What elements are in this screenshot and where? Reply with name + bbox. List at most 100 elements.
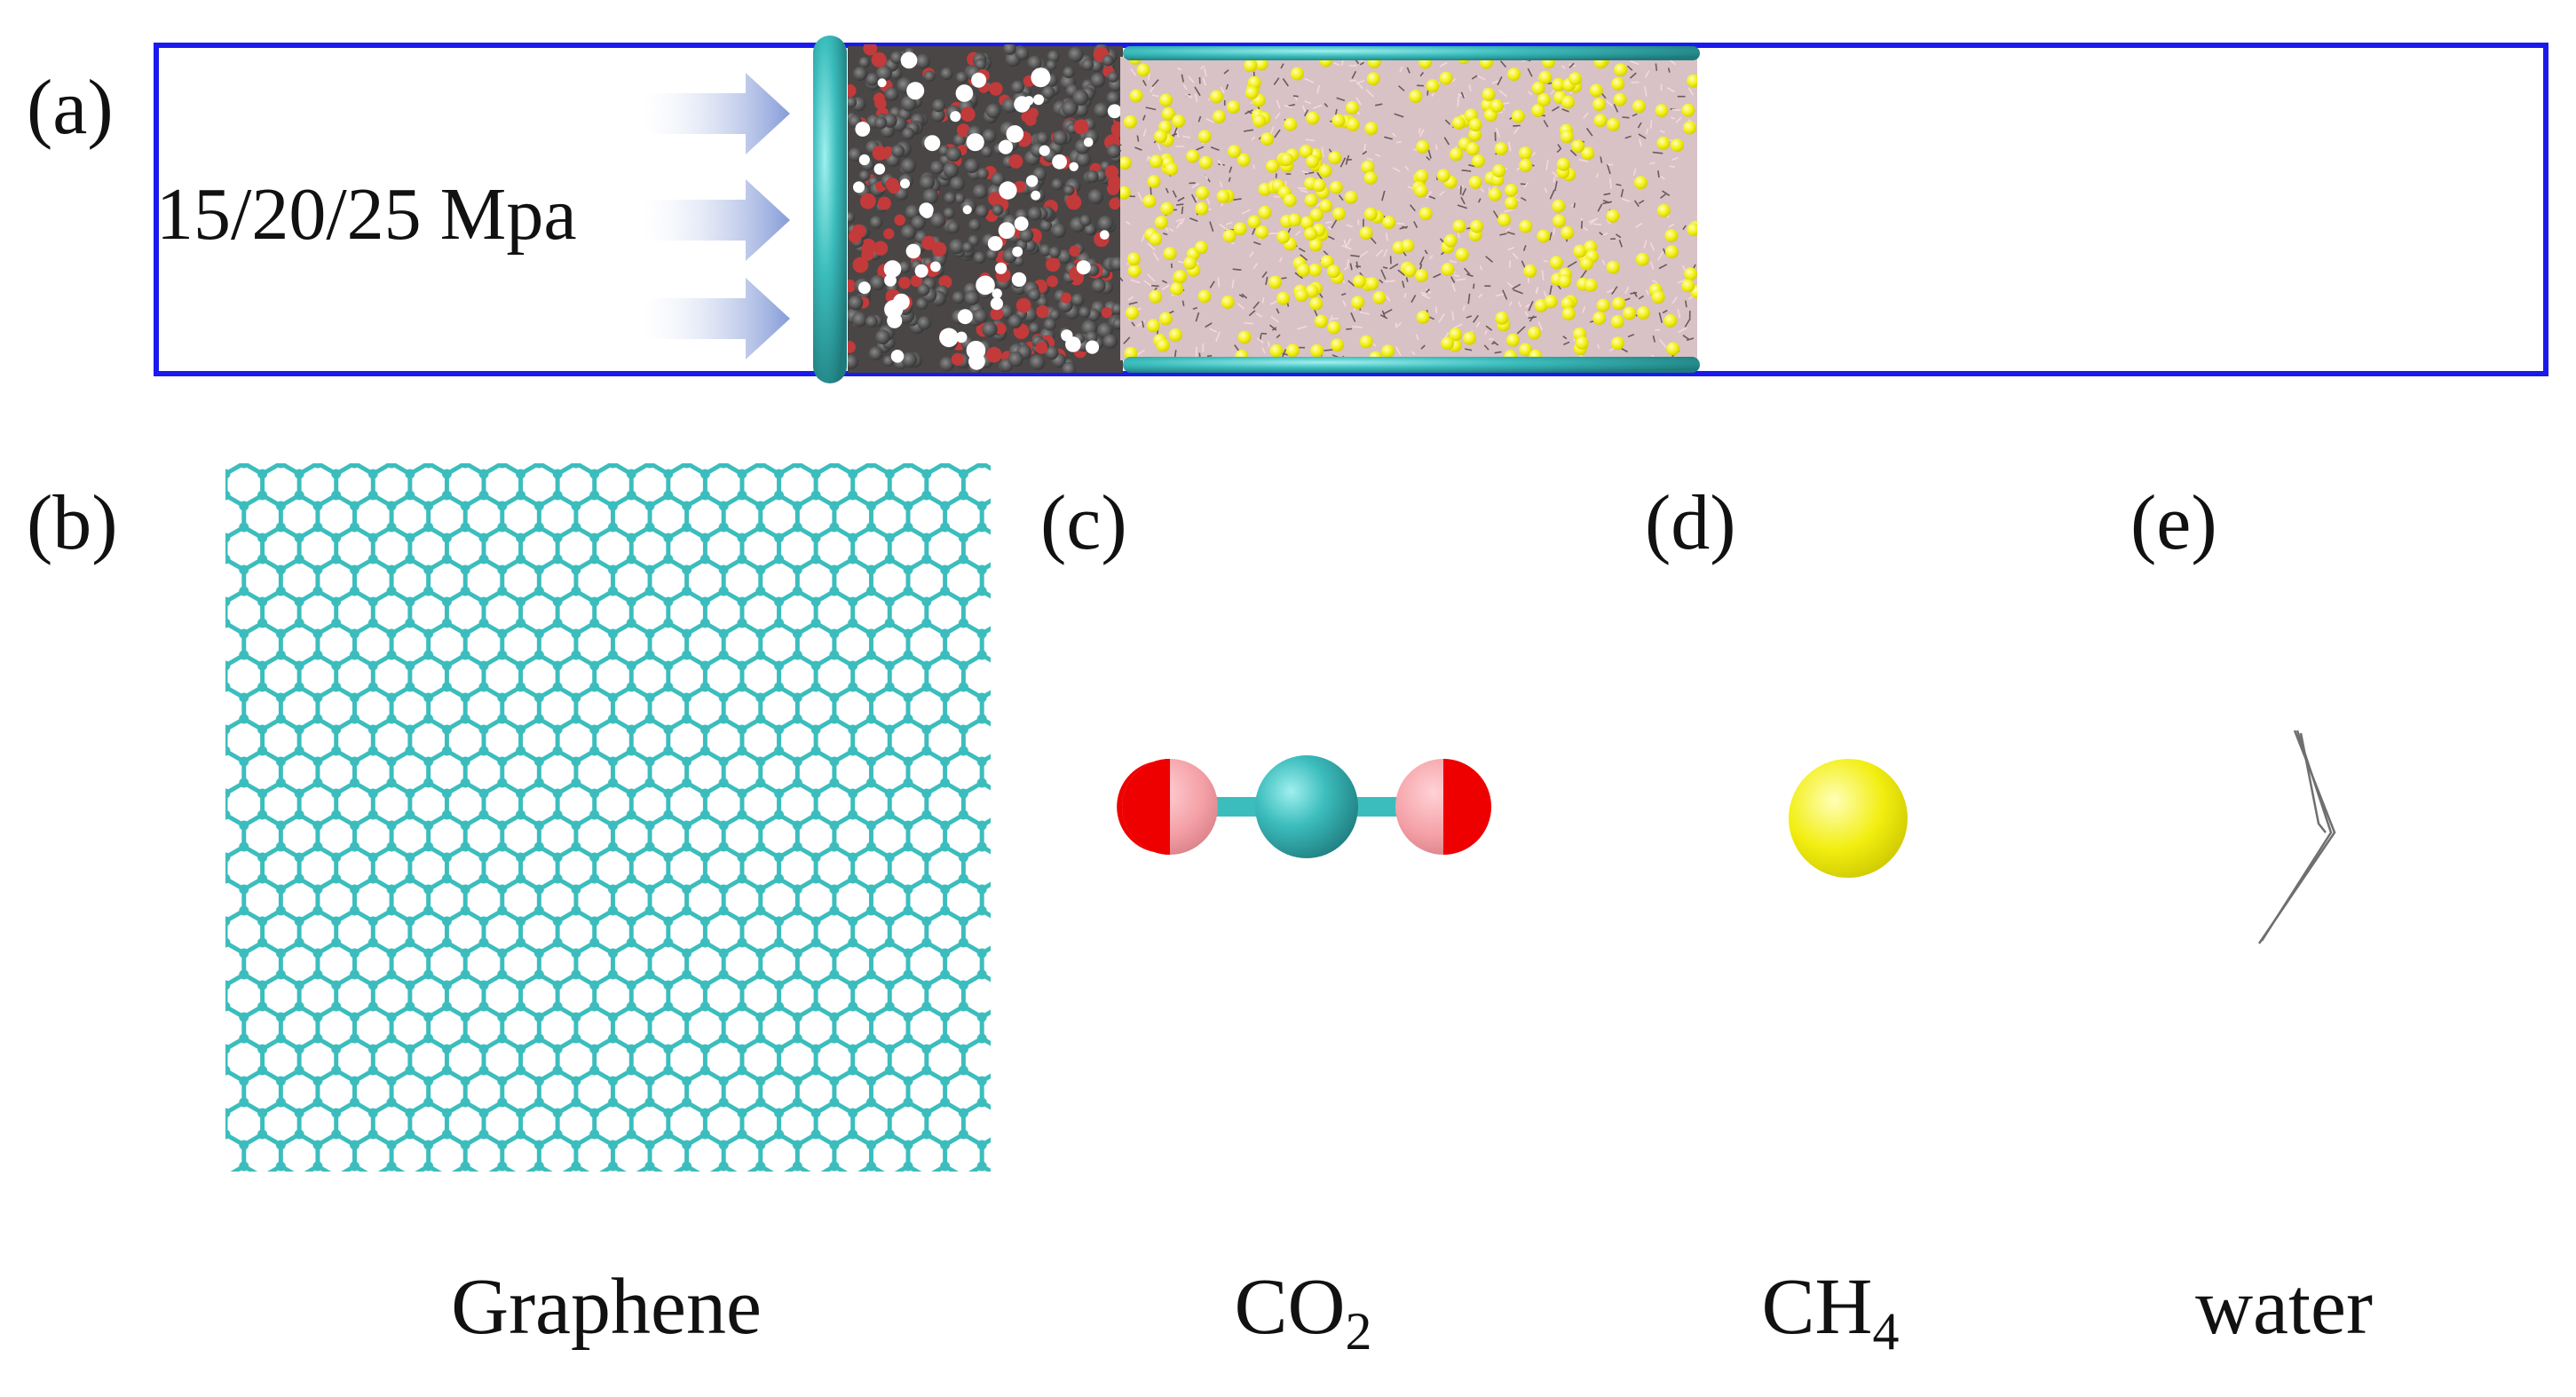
- water-stroke: [1621, 198, 1631, 202]
- water-stroke: [1596, 343, 1600, 350]
- co2-particle: [994, 322, 1007, 335]
- water-stroke: [1296, 325, 1308, 330]
- ch4-particle: [1664, 229, 1679, 243]
- water-stroke: [1363, 143, 1366, 151]
- co2-particle: [1052, 130, 1068, 146]
- water-stroke: [1375, 103, 1383, 107]
- ch4-particle: [1284, 117, 1298, 131]
- water-stroke: [1338, 194, 1344, 201]
- water-stroke: [1662, 309, 1668, 314]
- water-stroke: [1409, 204, 1416, 212]
- water-stroke: [1142, 79, 1147, 86]
- ch4-particle: [1147, 175, 1161, 189]
- ch4-particle: [1308, 263, 1322, 277]
- water-stroke: [1392, 167, 1401, 172]
- ch4-particle: [1681, 279, 1695, 293]
- co2-void: [1011, 272, 1027, 288]
- water-stroke: [1671, 156, 1679, 161]
- ch4-name: CH4: [1761, 1267, 1899, 1359]
- water-stroke: [1483, 344, 1489, 351]
- ch4-particle: [1651, 290, 1665, 304]
- ch4-particle: [1455, 248, 1469, 262]
- water-stroke: [1451, 282, 1457, 292]
- co2-particle: [868, 346, 883, 361]
- water-stroke: [1588, 217, 1599, 223]
- water-stroke: [1657, 170, 1660, 178]
- water-stroke: [1346, 238, 1352, 247]
- co2-particle: [943, 207, 955, 219]
- water-stroke: [1297, 186, 1308, 190]
- co2-region: [848, 44, 1123, 373]
- co2-particle: [991, 172, 1006, 186]
- water-stroke: [1142, 114, 1146, 121]
- water-stroke: [1624, 286, 1630, 295]
- water-stroke: [1202, 77, 1206, 86]
- water-stroke: [1569, 149, 1577, 157]
- water-stroke: [1424, 249, 1428, 255]
- ch4-particle: [1450, 147, 1463, 162]
- water-stroke: [1352, 326, 1363, 328]
- ch4-particle: [1414, 269, 1428, 283]
- water-stroke: [1304, 99, 1312, 105]
- water-stroke: [1273, 77, 1280, 85]
- water-stroke: [1294, 272, 1303, 280]
- water-stroke: [1457, 204, 1467, 209]
- water-stroke: [1622, 116, 1630, 119]
- water-stroke: [1382, 266, 1388, 269]
- co2-void: [855, 122, 871, 137]
- water-stroke: [1294, 230, 1301, 236]
- water-stroke: [1582, 305, 1586, 313]
- water-stroke: [1480, 187, 1485, 193]
- water-stroke: [1385, 233, 1388, 241]
- co2-particle: [1041, 85, 1055, 99]
- water-stroke: [1638, 133, 1647, 139]
- water-stroke: [1671, 296, 1679, 304]
- water-stroke: [1506, 281, 1515, 289]
- water-stroke: [1359, 312, 1370, 315]
- water-stroke: [1632, 113, 1638, 117]
- co2-particle: [911, 215, 926, 231]
- co2-void: [883, 260, 902, 278]
- water-stroke: [1325, 220, 1332, 224]
- co2-particle: [848, 97, 857, 108]
- water-stroke: [1543, 120, 1549, 128]
- ch4-particle: [1416, 311, 1430, 324]
- co2-particle: [1039, 244, 1052, 257]
- co2-particle: [973, 251, 986, 264]
- ch4-particle: [1154, 216, 1168, 230]
- ch4-particle: [1365, 277, 1379, 291]
- water-stroke: [1359, 61, 1365, 66]
- panel-label-d: (d): [1645, 480, 1736, 566]
- co2-particle: [1035, 342, 1048, 354]
- co2-particle: [1015, 297, 1031, 313]
- water-stroke: [1485, 325, 1493, 331]
- pressure-arrow: [644, 73, 790, 154]
- water-stroke: [1276, 334, 1281, 339]
- ch4-particle: [1492, 164, 1506, 178]
- co2-particle: [1007, 314, 1023, 329]
- co2-particle: [1087, 308, 1100, 321]
- water-stroke: [1466, 315, 1473, 319]
- co2-particle: [986, 249, 998, 260]
- water-stroke: [1163, 233, 1168, 236]
- co2-particle: [1027, 206, 1042, 221]
- co2-particle: [939, 357, 954, 372]
- ch4-particle: [1684, 267, 1697, 281]
- ch4-particle: [1561, 296, 1575, 311]
- water-stroke: [1655, 328, 1661, 331]
- ch4-particle: [1361, 160, 1375, 174]
- co2-particle: [1029, 354, 1046, 370]
- co2-particle: [901, 351, 918, 367]
- water-stroke: [1328, 235, 1335, 241]
- water-stroke: [1497, 111, 1503, 114]
- water-stroke: [1618, 240, 1624, 248]
- water-stroke: [1505, 227, 1511, 232]
- co2-particle: [869, 216, 883, 229]
- co2-void: [992, 288, 1002, 299]
- co2-particle: [1007, 351, 1023, 367]
- water-stroke: [1168, 227, 1174, 233]
- ch4-particle: [1606, 260, 1620, 274]
- water-stroke: [1130, 67, 1137, 76]
- water-stroke: [1127, 296, 1134, 301]
- co2-particle: [898, 276, 911, 289]
